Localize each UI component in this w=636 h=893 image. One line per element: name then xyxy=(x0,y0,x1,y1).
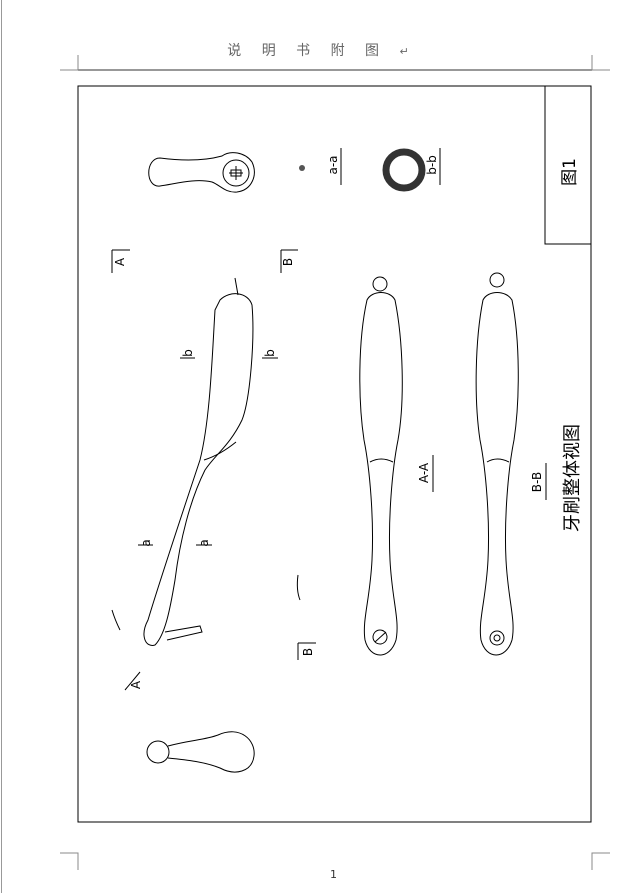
marker-B-top: B xyxy=(281,258,295,266)
marker-A-bottom: A xyxy=(129,680,143,689)
figure-caption: 牙刷整体视图 xyxy=(562,424,583,532)
label-BB: B-B xyxy=(530,472,544,492)
drawing-frame xyxy=(77,85,592,823)
marker-A-top: A xyxy=(113,257,127,266)
marker-a-left: a xyxy=(139,539,153,546)
page-header: 说 明 书 附 图 ↵ xyxy=(0,40,636,60)
label-aa: a-a xyxy=(326,155,340,174)
head-top-view xyxy=(148,152,255,193)
figure-number: 图1 xyxy=(560,158,580,186)
toothbrush-view-BB xyxy=(475,272,519,656)
marker-b-left: b xyxy=(181,349,195,357)
section-aa-dot xyxy=(299,165,305,171)
section-bb-ring xyxy=(382,148,426,192)
page-number: 1 xyxy=(330,868,337,881)
return-mark: ↵ xyxy=(399,45,409,58)
header-title: 说 明 书 附 图 xyxy=(227,43,388,59)
label-bb: b-b xyxy=(425,155,439,175)
marker-a-right: a xyxy=(197,539,211,546)
label-AA: A-A xyxy=(417,462,431,483)
toothbrush-side-view xyxy=(143,277,254,646)
marker-B-bottom: B xyxy=(301,648,315,656)
toothbrush-view-AA xyxy=(359,276,403,656)
corner-marks xyxy=(60,55,610,870)
title-box xyxy=(544,85,592,245)
marker-b-right: b xyxy=(263,349,277,357)
page-edge xyxy=(1,0,2,893)
head-bottom-view xyxy=(146,731,255,773)
